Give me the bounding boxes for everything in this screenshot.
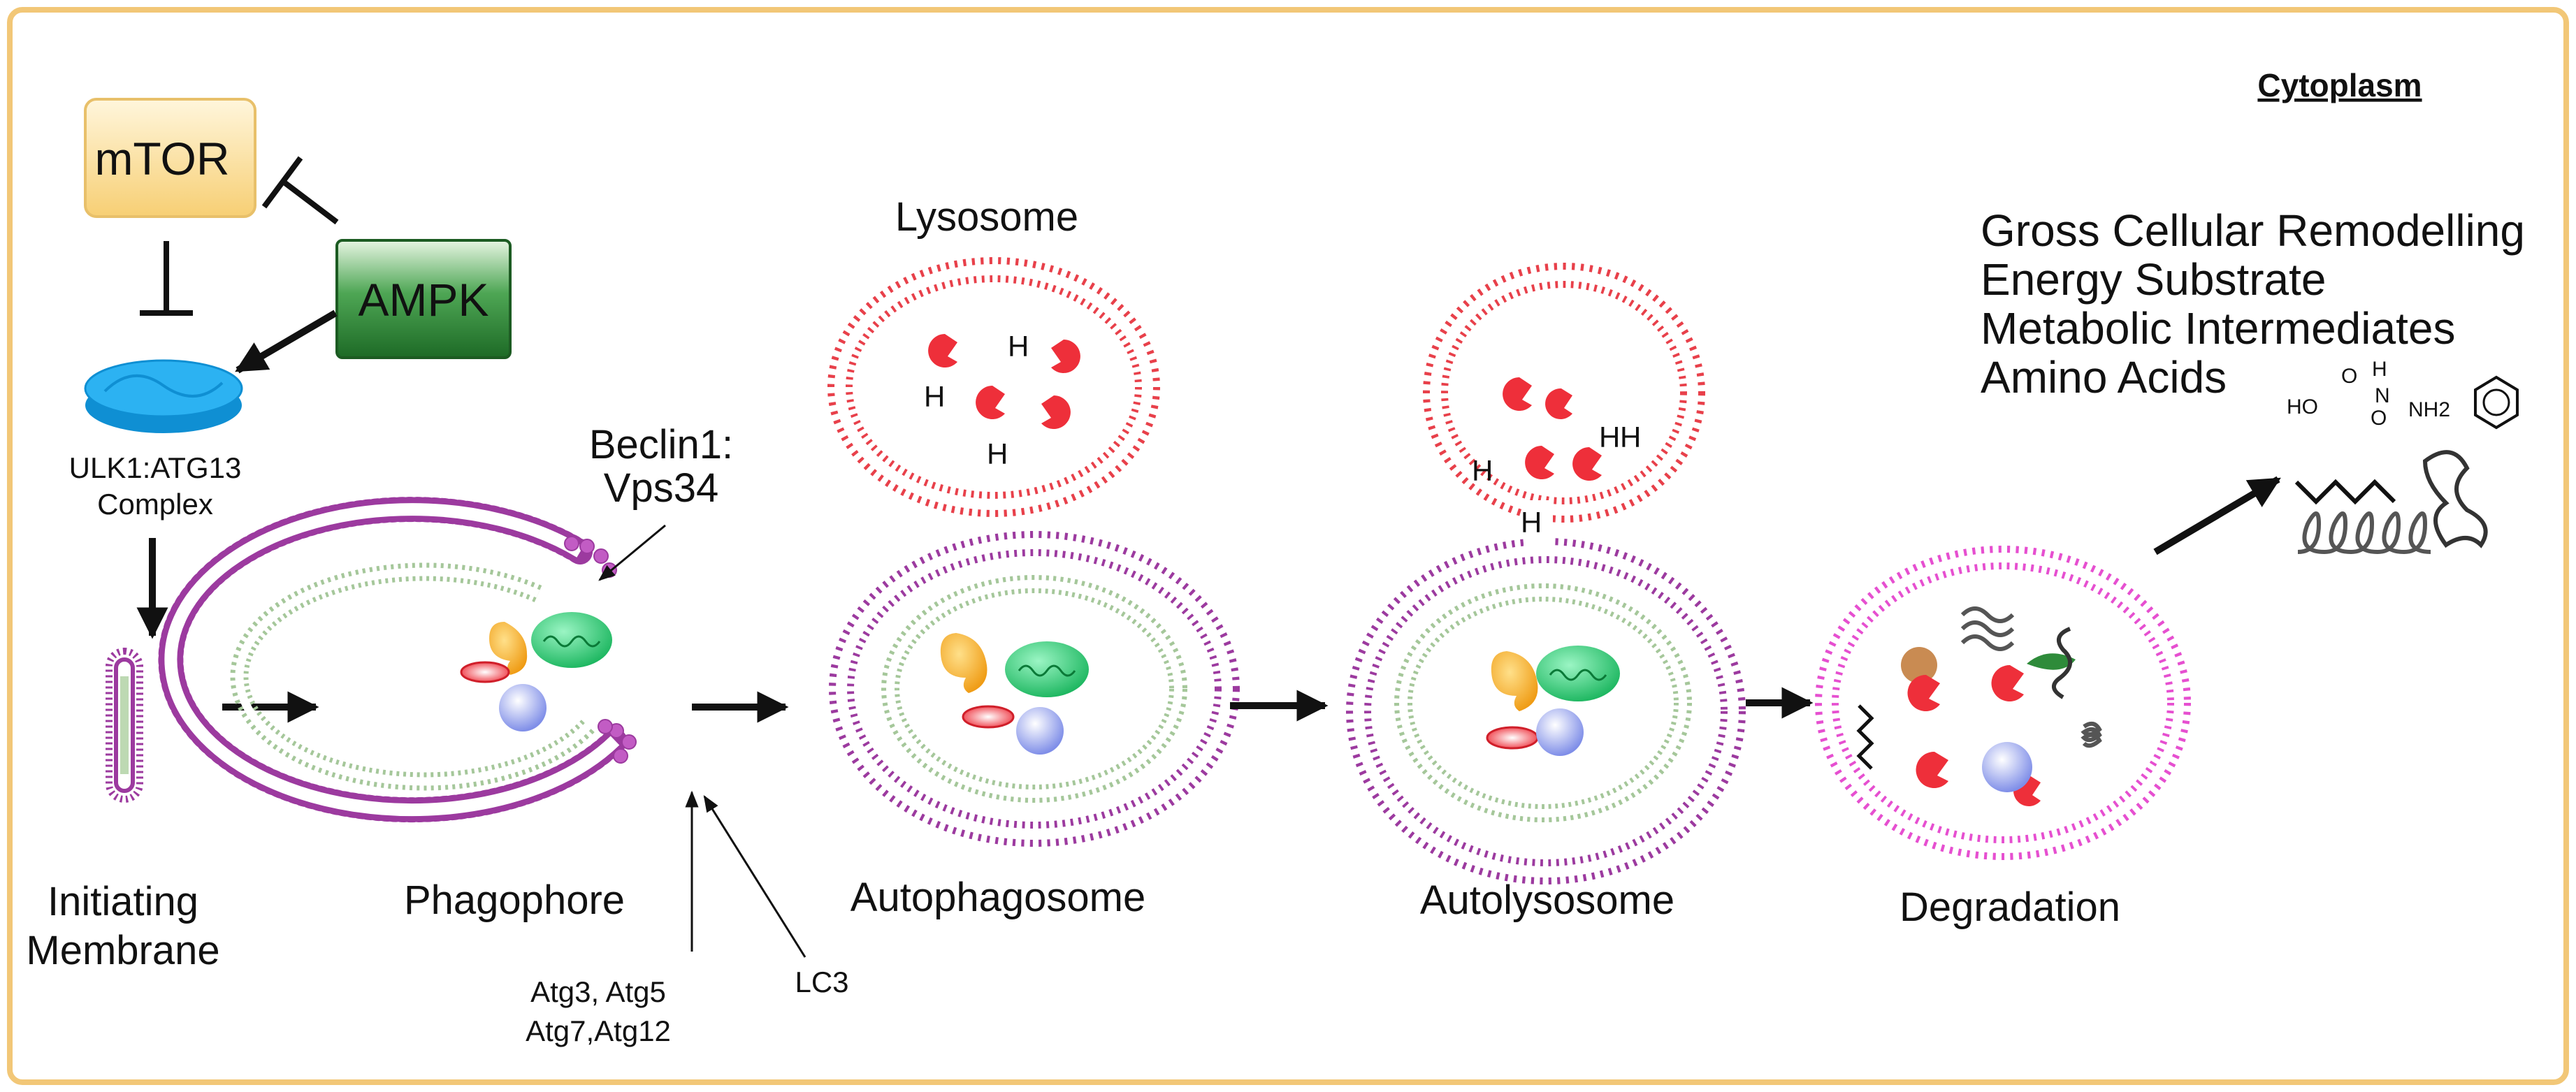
lysosome-label: Lysosome [895, 194, 1078, 240]
lysosome-h2: H [924, 380, 945, 413]
beclin-label-line2: Vps34 [604, 465, 718, 511]
autolysosome-h2: H [1599, 421, 1620, 453]
beclin-label-line1: Beclin1: [589, 422, 733, 467]
cytoplasm-frame [7, 7, 2569, 1085]
degradation-icon [1815, 546, 2191, 860]
phagophore-label: Phagophore [404, 878, 625, 923]
chem-h: H [2372, 358, 2387, 381]
autolysosome-label: Autolysosome [1420, 878, 1674, 923]
autolysosome-h3: H [1620, 421, 1641, 453]
autolysosome-h1: H [1472, 454, 1493, 487]
lc3-pointer [703, 794, 806, 958]
ampk-activates-ulk1-arrow [235, 310, 338, 374]
mtor-label: mTOR [94, 133, 229, 184]
mtor-box: mTOR [84, 98, 256, 218]
degradation-label: Degradation [1900, 884, 2120, 930]
product-3: Metabolic Intermediates [1981, 303, 2455, 354]
ampk-label: AMPK [358, 274, 489, 326]
phagophore-icon [158, 497, 637, 823]
ampk-inhibits-mtor [261, 156, 339, 225]
ampk-box: AMPK [335, 239, 512, 359]
initiating-label-line1: Initiating [48, 879, 198, 924]
atg-label-line1: Atg3, Atg5 [530, 975, 666, 1008]
chem-ho: HO [2287, 395, 2318, 418]
small-molecules-icon: HO O N H O NH2 [2287, 358, 2519, 555]
ulk1-label-line1: ULK1:ATG13 [69, 451, 242, 484]
beclin-pointer [598, 524, 666, 581]
lysosome-h1: H [1008, 330, 1029, 363]
product-1: Gross Cellular Remodelling [1981, 205, 2525, 256]
chem-nh2: NH2 [2408, 398, 2450, 421]
autophagosome-icon [829, 531, 1240, 847]
ulk1-label-line2: Complex [97, 488, 213, 520]
chem-n: N [2375, 384, 2390, 407]
lc3-label: LC3 [795, 966, 848, 998]
product-4: Amino Acids [1981, 352, 2227, 402]
chem-o1: O [2341, 365, 2357, 388]
lysosome-h3: H [987, 437, 1008, 470]
autolysosome-icon: H H H H [1346, 263, 1746, 884]
autophagosome-label: Autophagosome [851, 875, 1145, 920]
initiating-membrane-icon [106, 648, 143, 803]
product-2: Energy Substrate [1981, 254, 2327, 305]
mtor-inhibits-ulk1 [140, 241, 193, 316]
lysosome-icon: H H H [827, 257, 1160, 517]
cytoplasm-header: Cytoplasm [2257, 67, 2422, 103]
atg-label-line2: Atg7,Atg12 [526, 1014, 671, 1047]
chem-o2: O [2371, 407, 2387, 430]
autolysosome-h4: H [1521, 506, 1542, 539]
initiating-label-line2: Membrane [26, 928, 219, 973]
ulk1-complex-icon [84, 359, 243, 433]
degradation-to-products-arrow [2153, 476, 2281, 555]
